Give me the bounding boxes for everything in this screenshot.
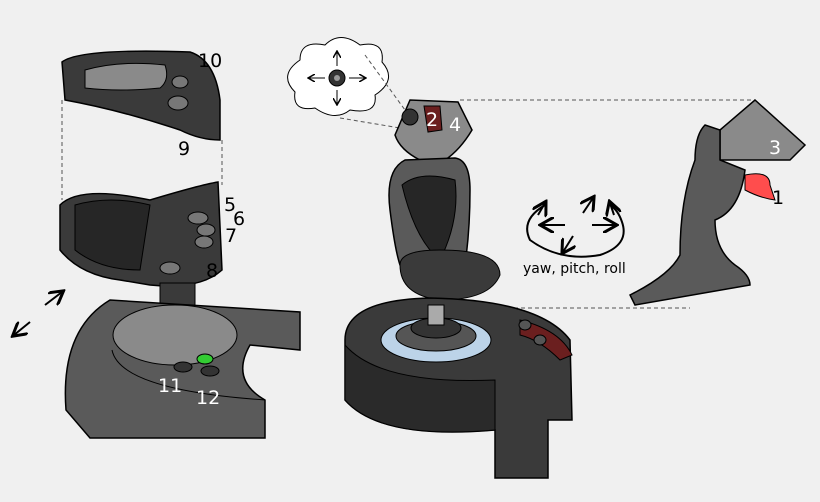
throttle-grip — [59, 181, 223, 324]
label-9: 9 — [178, 138, 190, 160]
yaw-pitch-roll-icon — [526, 198, 625, 258]
label-7: 7 — [225, 225, 237, 247]
label-6: 6 — [233, 208, 245, 230]
label-10: 10 — [198, 50, 222, 72]
label-12: 12 — [196, 387, 220, 409]
label-4: 4 — [449, 114, 461, 136]
joystick-stick — [388, 99, 501, 301]
joystick-side-view — [628, 99, 807, 306]
led-indicator — [196, 353, 214, 365]
motion-caption: yaw, pitch, roll — [523, 261, 626, 277]
throttle-base — [64, 299, 301, 439]
label-8: 8 — [206, 260, 218, 282]
label-2: 2 — [426, 109, 438, 131]
label-11: 11 — [158, 375, 182, 397]
label-3: 3 — [769, 137, 781, 159]
label-1: 1 — [772, 187, 784, 209]
throttle-top-part — [61, 50, 221, 141]
arrow-icon — [44, 292, 62, 306]
joystick-base — [344, 297, 573, 479]
hat-switch-cloud — [287, 37, 390, 116]
label-5: 5 — [224, 194, 236, 216]
arrow-icon — [14, 321, 31, 335]
